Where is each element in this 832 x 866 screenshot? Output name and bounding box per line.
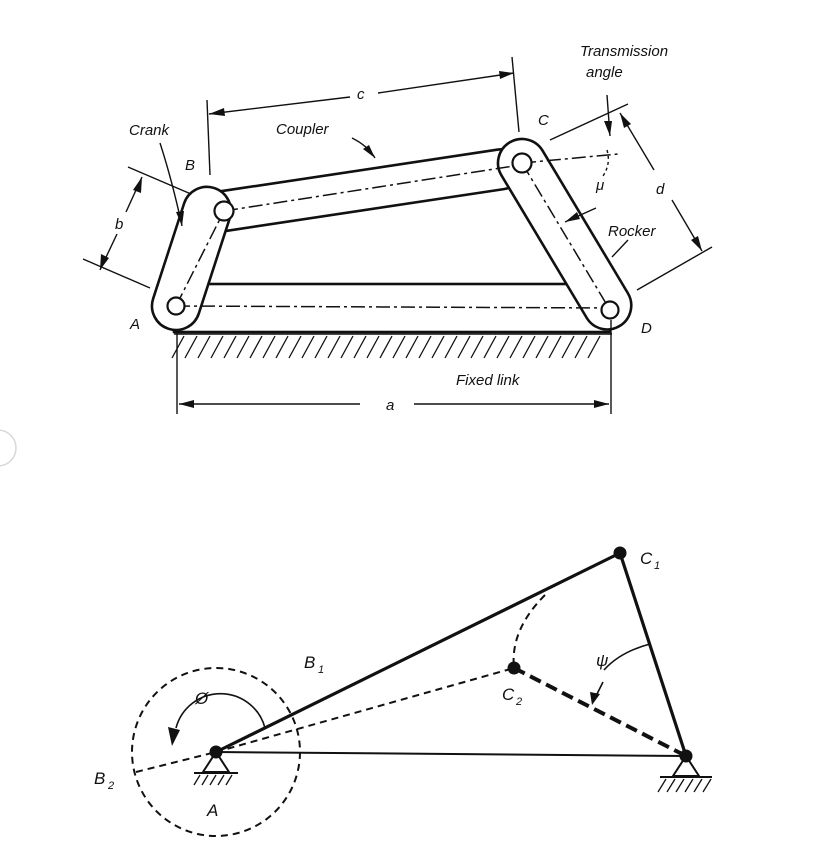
point-d-label: D bbox=[641, 320, 652, 337]
rocker-swing-arc bbox=[512, 594, 546, 669]
four-bar-linkage-diagram: c b d a bbox=[82, 43, 713, 414]
c2-label: C bbox=[502, 685, 515, 704]
pin-d bbox=[600, 300, 620, 320]
rocker-label: Rocker bbox=[608, 223, 657, 240]
b2-subscript: 2 bbox=[107, 780, 114, 792]
dim-a-label: a bbox=[386, 397, 394, 414]
point-b-label: B bbox=[185, 157, 195, 174]
psi-arc bbox=[603, 643, 651, 671]
c1-label: C bbox=[640, 549, 653, 568]
b1-subscript: 1 bbox=[318, 664, 324, 676]
pin-a bbox=[166, 296, 186, 316]
pin-c bbox=[511, 152, 533, 174]
phi-arrow bbox=[168, 727, 180, 746]
transmission-label: Transmission bbox=[580, 43, 668, 60]
ground-hatching bbox=[171, 333, 612, 359]
center-lines bbox=[175, 153, 619, 311]
joint-c1 bbox=[613, 546, 627, 560]
bottom-point-a-label: A bbox=[206, 801, 218, 820]
rocker-leader-bottom bbox=[611, 239, 629, 258]
coupler-b1-c1 bbox=[215, 551, 621, 754]
mu-label: μ bbox=[595, 177, 604, 194]
coupler-link bbox=[202, 148, 523, 233]
edge-circle-fragment bbox=[0, 429, 17, 467]
psi-label: ψ bbox=[596, 651, 608, 670]
dimension-d bbox=[549, 103, 713, 291]
psi-arrow bbox=[590, 692, 600, 705]
rocker-c2-d bbox=[513, 666, 687, 758]
dimension-b bbox=[82, 166, 192, 289]
point-c-label: C bbox=[538, 112, 549, 129]
dimension-a bbox=[176, 320, 612, 414]
pin-b bbox=[213, 200, 235, 222]
transmission-angle-marker bbox=[602, 94, 612, 177]
dim-b-label: b bbox=[115, 216, 123, 233]
c2-subscript: 2 bbox=[515, 696, 522, 708]
joint-c2 bbox=[507, 661, 521, 675]
point-a-label: A bbox=[129, 316, 140, 333]
phi-arc bbox=[175, 692, 266, 729]
fixed-link-label: Fixed link bbox=[456, 372, 521, 389]
crank-b2 bbox=[135, 751, 217, 773]
b1-label: B bbox=[304, 653, 315, 672]
dim-d-label: d bbox=[656, 181, 665, 198]
b2-label: B bbox=[94, 769, 105, 788]
dim-c-label: c bbox=[357, 86, 365, 103]
ground-support-a bbox=[193, 750, 238, 786]
phi-label: Ø bbox=[194, 689, 210, 708]
coupler-b2-c2 bbox=[215, 667, 515, 753]
coupler-label: Coupler bbox=[276, 121, 330, 138]
ground-line bbox=[215, 751, 687, 757]
c1-subscript: 1 bbox=[654, 560, 660, 572]
dimension-c bbox=[206, 56, 520, 176]
crank-rocker-diagram: A B 1 B 2 C 1 C 2 Ø ψ bbox=[94, 546, 712, 837]
rocker-c1-d bbox=[618, 552, 688, 757]
ground-support-d bbox=[657, 754, 712, 793]
angle-label: angle bbox=[586, 64, 623, 81]
crank-label: Crank bbox=[129, 122, 171, 139]
crank-link bbox=[150, 185, 233, 332]
